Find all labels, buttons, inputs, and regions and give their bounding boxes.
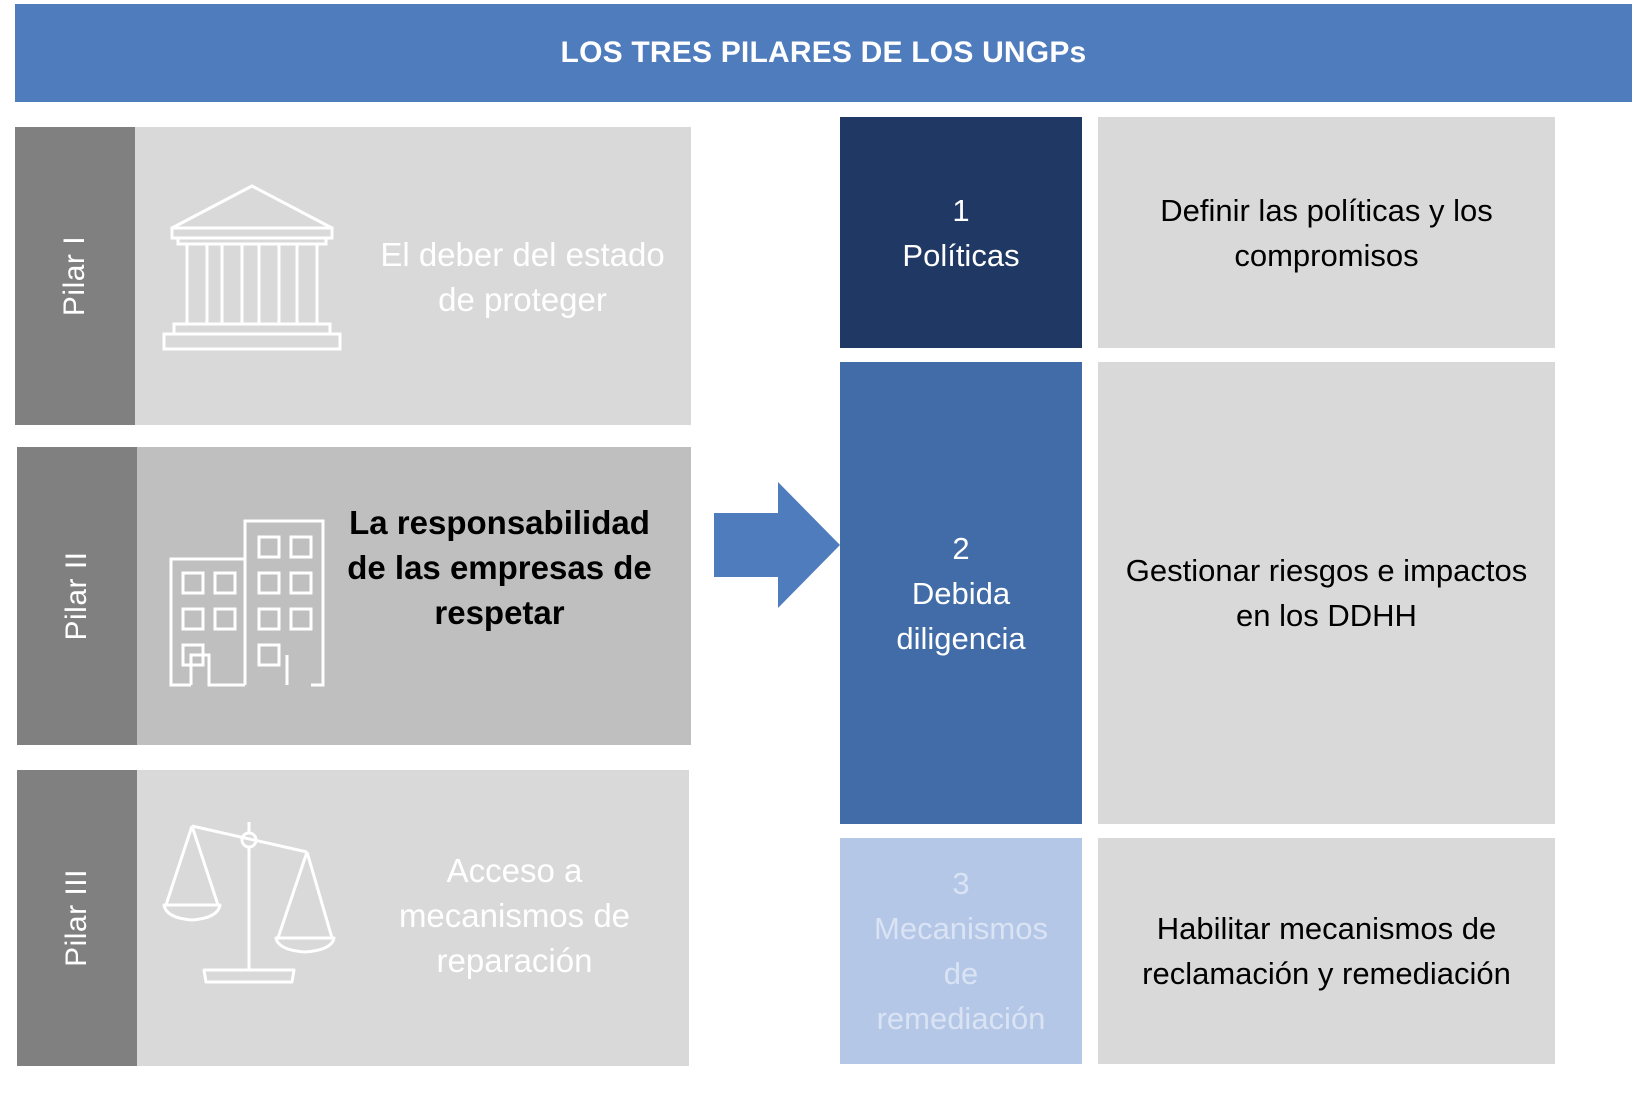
step-2-description: Gestionar riesgos e impactos en los DDHH <box>1098 362 1555 824</box>
pillar-2-tab-label: Pilar II <box>60 551 93 641</box>
step-1-label: Políticas <box>902 237 1020 273</box>
step-1-description: Definir las políticas y los compromisos <box>1098 117 1555 348</box>
pillar-3-tab-label: Pilar III <box>60 869 93 967</box>
step-3-number: 3 <box>952 866 970 901</box>
pillar-3-panel: Acceso a mecanismos de reparación <box>137 770 689 1066</box>
step-3-label: Mecanismos de remediación <box>874 911 1048 1036</box>
step-2-box: 2 Debida diligencia <box>840 362 1082 824</box>
step-3-description: Habilitar mecanismos de reclamación y re… <box>1098 838 1555 1064</box>
scales-of-justice-icon <box>162 822 336 984</box>
step-3-box: 3 Mecanismos de remediación <box>840 838 1082 1064</box>
pillar-2-panel: La responsabilidad de las empresas de re… <box>137 447 691 745</box>
pillar-2-tab: Pilar II <box>17 447 137 745</box>
pillar-1-panel: El deber del estado de proteger <box>135 127 691 425</box>
step-2-description-text: Gestionar riesgos e impactos en los DDHH <box>1125 553 1528 633</box>
right-arrow-icon <box>714 482 840 608</box>
pillar-1-tab-label: Pilar I <box>58 235 91 317</box>
step-2-number: 2 <box>952 530 970 566</box>
pillar-1-tab: Pilar I <box>15 127 135 425</box>
pillar-1-text: El deber del estado de proteger <box>380 236 665 318</box>
diagram-title: LOS TRES PILARES DE LOS UNGPs <box>15 4 1632 102</box>
step-2-label: Debida diligencia <box>896 575 1026 656</box>
government-building-icon <box>162 184 342 351</box>
pillar-3-tab: Pilar III <box>17 770 137 1066</box>
pillar-3-text: Acceso a mecanismos de reparación <box>398 851 631 979</box>
pillar-2-text: La responsabilidad de las empresas de re… <box>347 503 652 631</box>
office-buildings-icon <box>169 519 325 687</box>
step-3-description-text: Habilitar mecanismos de reclamación y re… <box>1142 911 1511 991</box>
step-1-box: 1 Políticas <box>840 117 1082 348</box>
step-1-description-text: Definir las políticas y los compromisos <box>1160 192 1493 273</box>
step-1-number: 1 <box>952 192 970 228</box>
